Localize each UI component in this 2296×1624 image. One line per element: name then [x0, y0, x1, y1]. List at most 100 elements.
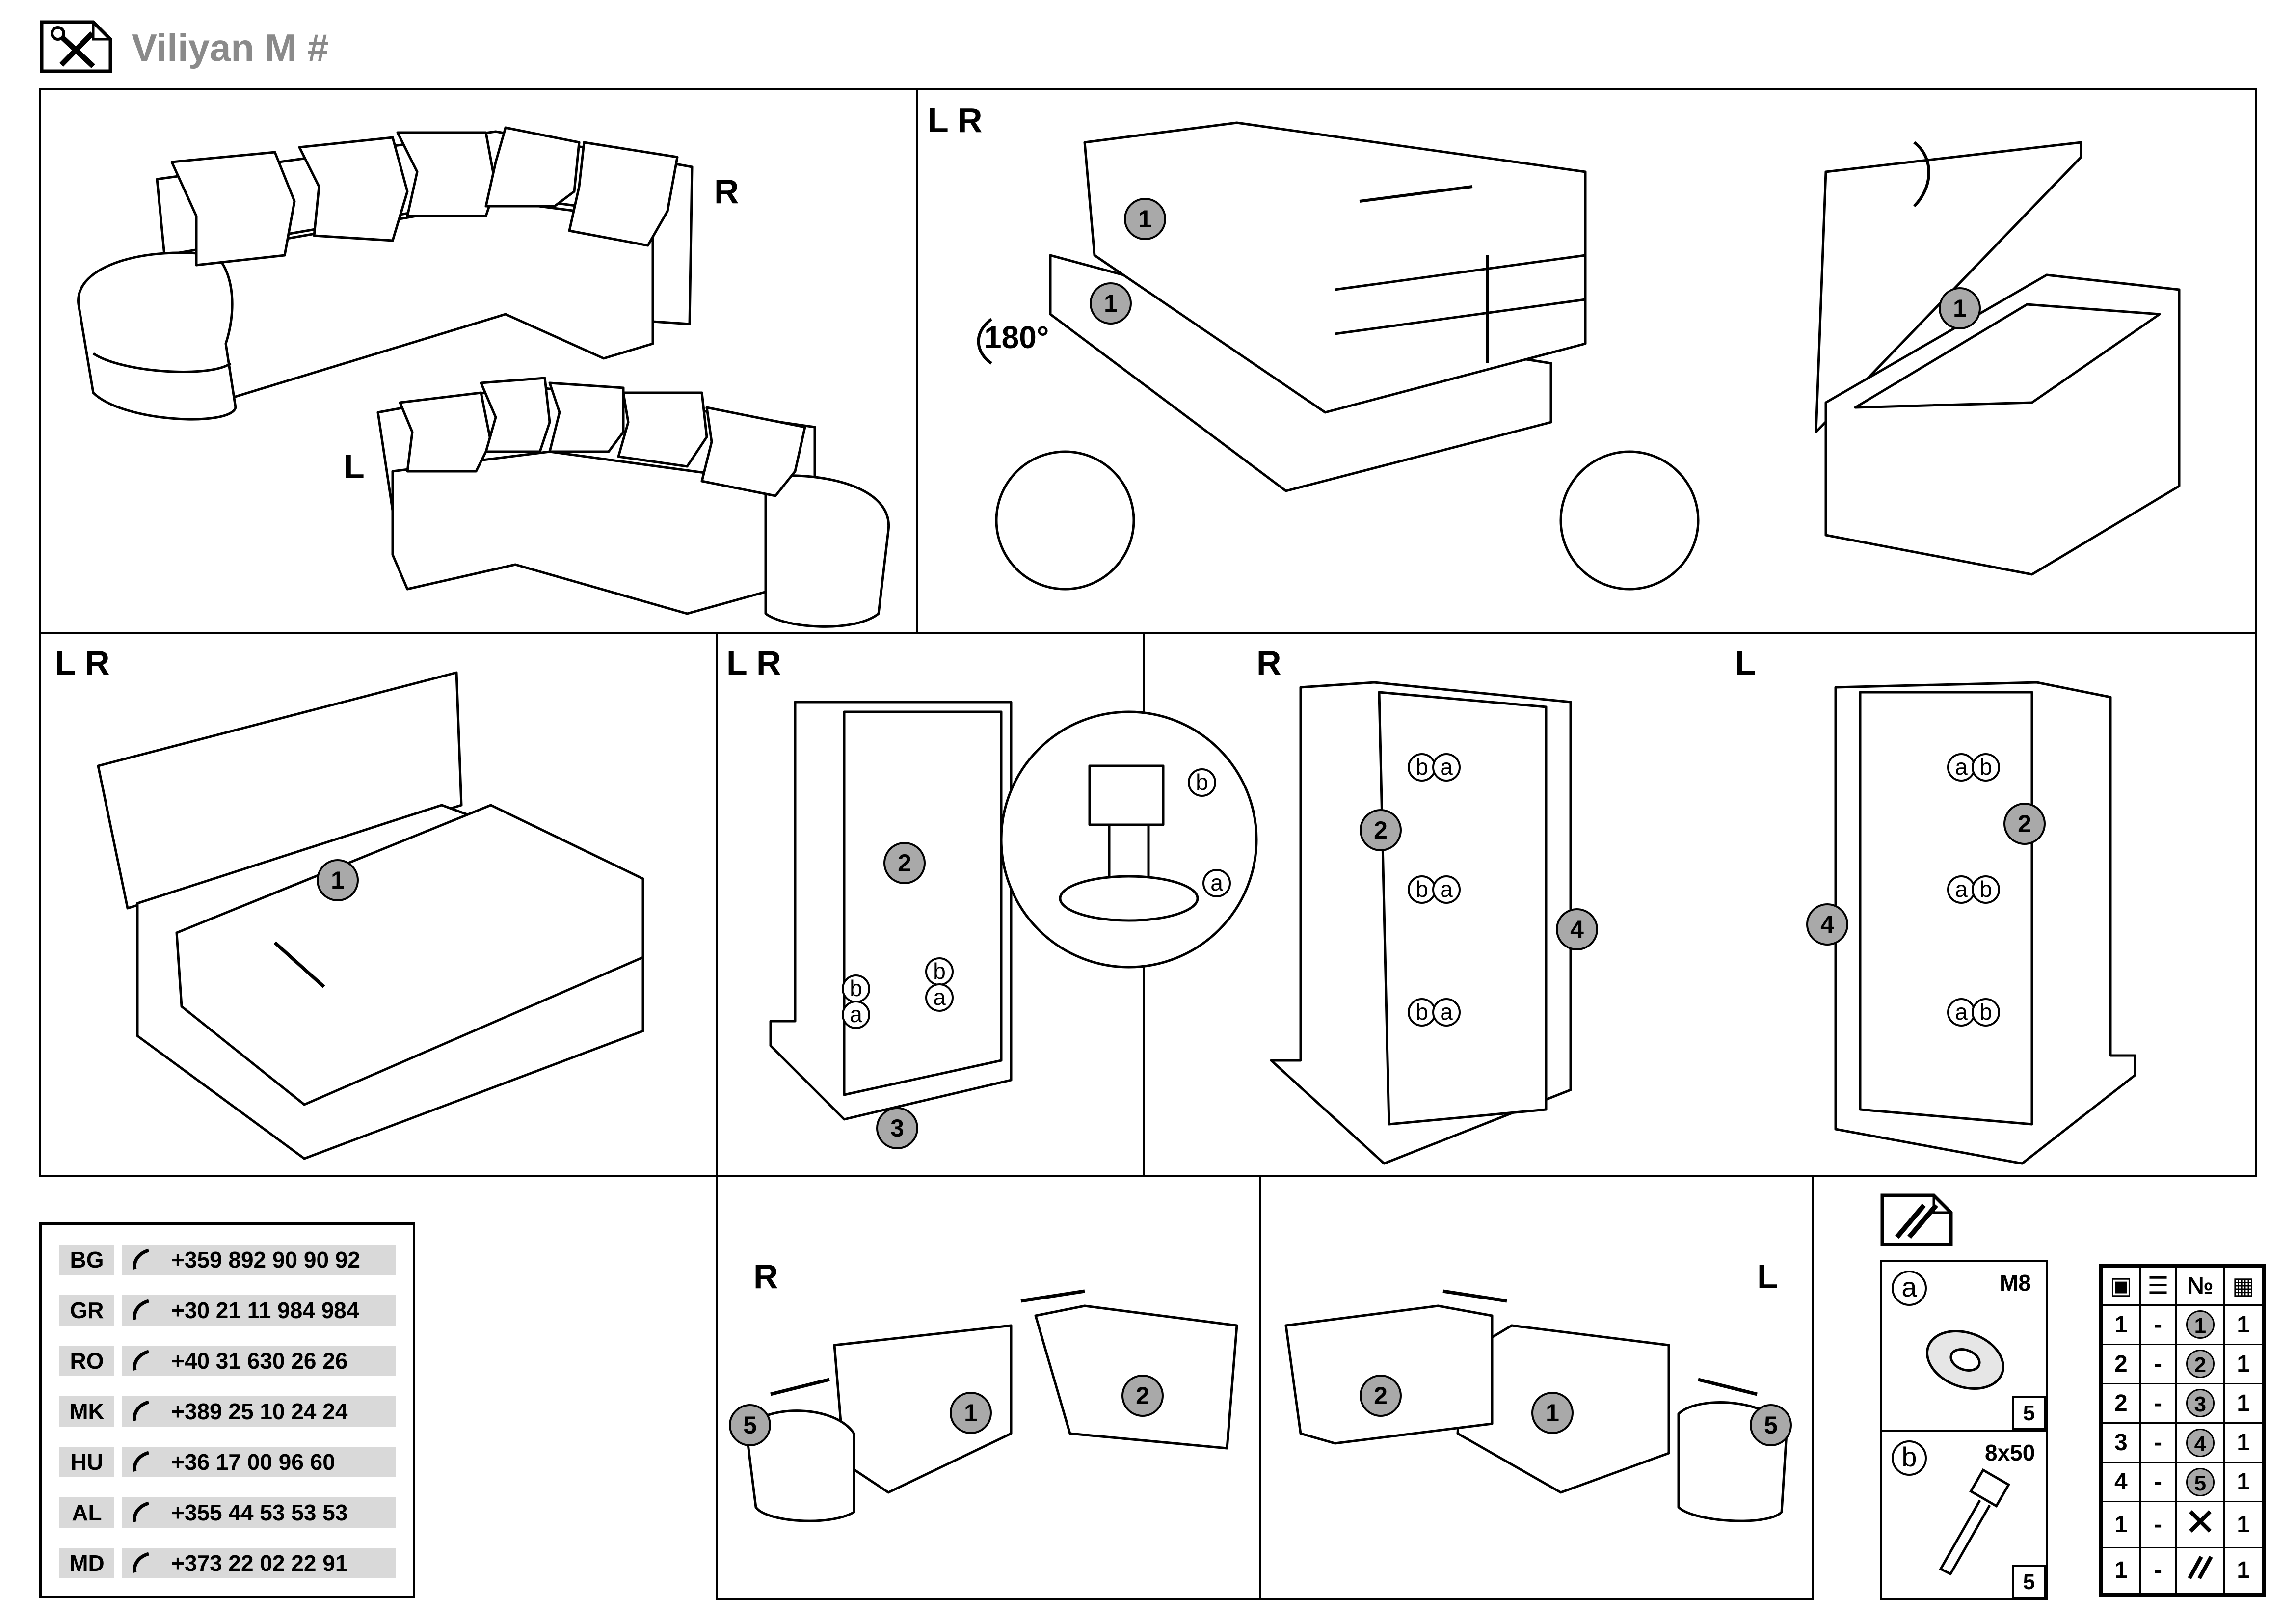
part-callout-1: 1 [1090, 282, 1132, 325]
country-code: HU [59, 1447, 114, 1477]
separator: - [2139, 1382, 2177, 1424]
hardware-callout-a: a [1947, 998, 1976, 1027]
hardware-callout-a: a [1947, 753, 1976, 782]
parts-row: 2 - 2 1 [2101, 1343, 2263, 1384]
hardware-callout-b: b [1188, 768, 1216, 797]
country-code: AL [59, 1497, 114, 1528]
country-code: BG [59, 1245, 114, 1275]
phone-number: +373 22 02 22 91 [122, 1548, 396, 1578]
label-l: L [1757, 1257, 1778, 1296]
bolt-head [1088, 764, 1165, 826]
cushion [480, 377, 551, 453]
box-count: 1 [2101, 1501, 2141, 1548]
parts-row: 2 - 3 1 [2101, 1382, 2263, 1424]
label-lr: L R [726, 644, 781, 682]
separator: - [2139, 1422, 2177, 1463]
part-callout-2: 2 [1360, 1375, 1402, 1417]
phone-number: +40 31 630 26 26 [122, 1346, 396, 1376]
separator: - [2139, 1343, 2177, 1384]
part-callout-4: 4 [1806, 903, 1848, 946]
box-count: 1 [2101, 1304, 2141, 1345]
hardware-letter: a [1892, 1271, 1927, 1306]
hardware-spec: 8x50 [1985, 1440, 2035, 1465]
sofa-r-ottoman [77, 251, 237, 421]
box-count: 4 [2101, 1462, 2141, 1503]
hardware-spec: M8 [2000, 1270, 2031, 1296]
support-phone-table: BG +359 892 90 90 92 GR +30 21 11 984 98… [39, 1222, 415, 1598]
phone-icon [128, 1349, 156, 1373]
box-count: 2 [2101, 1343, 2141, 1384]
hinge-zoom-circle [995, 450, 1135, 591]
part-callout-2: 2 [2003, 803, 2046, 845]
separator: - [2139, 1462, 2177, 1503]
country-code: GR [59, 1295, 114, 1326]
hardware-letter: b [1892, 1440, 1927, 1476]
hardware-callout-b: b [1408, 875, 1436, 904]
ottoman-lid [1083, 121, 1587, 414]
cushion [568, 141, 679, 247]
part-qty: 1 [2223, 1382, 2263, 1424]
part-callout-4: 4 [1556, 908, 1598, 950]
hardware-item-a: a M8 5 [1880, 1260, 2048, 1432]
label-r: R [753, 1257, 778, 1296]
country-code: MD [59, 1548, 114, 1578]
separator: - [2139, 1304, 2177, 1345]
hardware-callout-a: a [1947, 875, 1976, 904]
storage-seat [175, 804, 644, 1106]
part-badge: 3 [2186, 1389, 2215, 1418]
sofa-l-seat [391, 450, 777, 615]
box-count: 1 [2101, 1546, 2141, 1595]
part-callout-1: 1 [1531, 1392, 1574, 1434]
phone-icon [128, 1399, 156, 1424]
hardware-callout-b: b [1972, 998, 2000, 1027]
parts-header-row: ▣ ☰ № ▦ [2101, 1266, 2263, 1306]
page-title: Viliyan M # [132, 26, 329, 69]
hardware-callout-a: a [1432, 875, 1461, 904]
phone-icon [128, 1298, 156, 1323]
part-callout-5: 5 [1750, 1404, 1792, 1446]
part-callout-1: 1 [317, 859, 359, 901]
country-code: RO [59, 1346, 114, 1376]
hardware-callout-b: b [1408, 998, 1436, 1027]
part-number: 2 [2175, 1343, 2225, 1384]
number-header: № [2175, 1266, 2225, 1306]
cushion [484, 126, 581, 208]
sofa-l-ottoman [764, 474, 890, 628]
washer-icon [1921, 1316, 2009, 1404]
washer [1059, 875, 1199, 922]
phone-icon [128, 1247, 156, 1272]
hardware-callout-a: a [1202, 869, 1231, 897]
part-badge: 5 [2186, 1467, 2215, 1496]
phone-icon [128, 1551, 156, 1575]
phone-number: +355 44 53 53 53 [122, 1497, 396, 1528]
final-r-ottoman [745, 1409, 855, 1522]
parts-row: 1 - 1 [2101, 1546, 2263, 1595]
hardware-icon [1880, 1193, 1953, 1247]
grid-numbers-icon: ▦ [2223, 1266, 2263, 1306]
phone-icon [128, 1450, 156, 1474]
part-badge: 4 [2186, 1428, 2215, 1457]
country-code: MK [59, 1396, 114, 1427]
parts-row: 4 - 5 1 [2101, 1462, 2263, 1503]
hardware-callout-b: b [842, 974, 870, 1003]
phone-number: +359 892 90 90 92 [122, 1245, 396, 1275]
tools-icon [2175, 1501, 2225, 1548]
part-callout-2: 2 [883, 842, 926, 884]
opened-lid [1815, 141, 2082, 433]
cushion [396, 131, 497, 217]
label-r: R [714, 172, 739, 211]
hardware-callout-b: b [1972, 753, 2000, 782]
cushion [170, 151, 296, 267]
part-callout-2: 2 [1360, 809, 1402, 851]
hardware-qty: 5 [2012, 1396, 2046, 1430]
hardware-item-b: b 8x50 5 [1880, 1430, 2048, 1600]
separator: - [2139, 1501, 2177, 1548]
part-number: 5 [2175, 1462, 2225, 1503]
parts-row: 3 - 4 1 [2101, 1422, 2263, 1463]
part-qty: 1 [2223, 1546, 2263, 1595]
part-callout-3: 3 [876, 1107, 918, 1149]
part-badge: 1 [2186, 1310, 2215, 1339]
part-callout-1: 1 [1124, 198, 1166, 240]
hardware-callout-a: a [1432, 753, 1461, 782]
stack-icon: ☰ [2139, 1266, 2177, 1306]
